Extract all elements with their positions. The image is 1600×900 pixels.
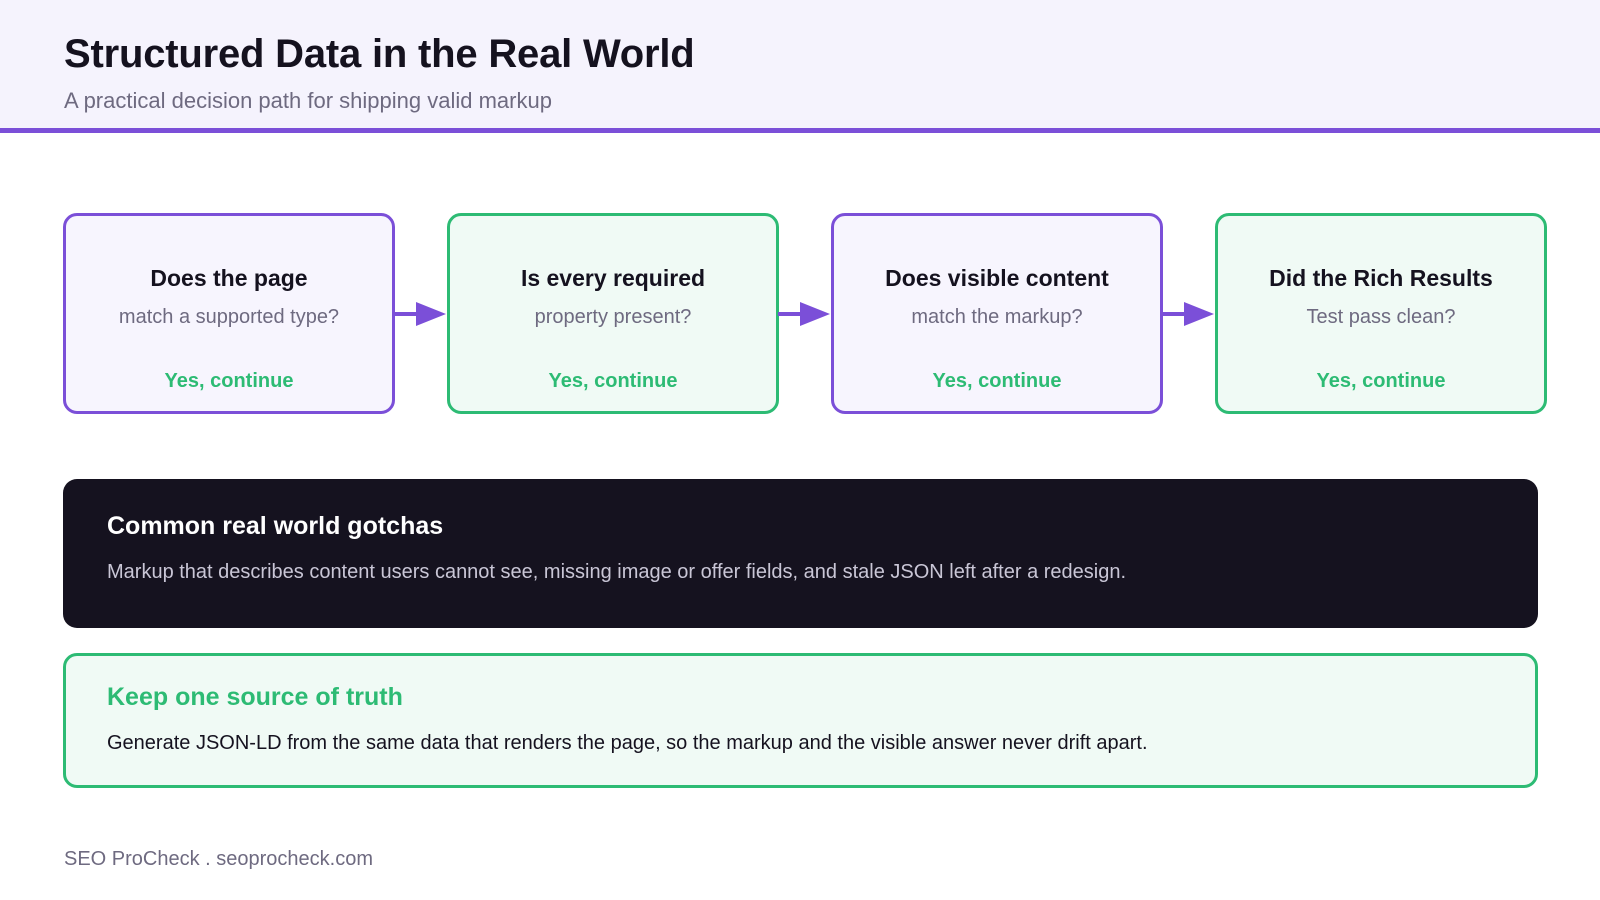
- step-subtitle: match the markup?: [911, 306, 1083, 328]
- step-outcome: Yes, continue: [932, 370, 1062, 392]
- step-supported-type: Does the page match a supported type? Ye…: [63, 213, 395, 414]
- page-title: Structured Data in the Real World: [64, 32, 695, 76]
- gotchas-panel: Common real world gotchas Markup that de…: [63, 479, 1538, 628]
- step-subtitle: match a supported type?: [118, 306, 340, 328]
- source-of-truth-title: Keep one source of truth: [107, 683, 403, 711]
- step-visible-content: Does visible content match the markup? Y…: [831, 213, 1163, 414]
- gotchas-body: Markup that describes content users cann…: [107, 561, 1127, 583]
- arrow-right-icon: [394, 302, 446, 326]
- arrow-right-icon: [778, 302, 830, 326]
- step-outcome: Yes, continue: [1316, 370, 1446, 392]
- step-title: Is every required: [520, 265, 706, 291]
- step-outcome: Yes, continue: [548, 370, 678, 392]
- step-required-properties: Is every required property present? Yes,…: [447, 213, 779, 414]
- gotchas-title: Common real world gotchas: [107, 512, 444, 540]
- step-outcome: Yes, continue: [164, 370, 294, 392]
- step-rich-results-test: Did the Rich Results Test pass clean? Ye…: [1215, 213, 1547, 414]
- footer-credit: SEO ProCheck . seoprocheck.com: [64, 848, 374, 870]
- step-title: Did the Rich Results: [1269, 265, 1493, 291]
- step-subtitle: property present?: [534, 306, 692, 328]
- source-of-truth-panel: Keep one source of truth Generate JSON-L…: [63, 653, 1538, 788]
- arrow-right-icon: [1162, 302, 1214, 326]
- step-title: Does the page: [150, 265, 308, 291]
- page-subtitle: A practical decision path for shipping v…: [64, 88, 552, 113]
- step-title: Does visible content: [885, 265, 1109, 291]
- step-subtitle: Test pass clean?: [1306, 306, 1456, 328]
- header: Structured Data in the Real World A prac…: [0, 0, 1600, 133]
- source-of-truth-body: Generate JSON-LD from the same data that…: [107, 732, 1148, 754]
